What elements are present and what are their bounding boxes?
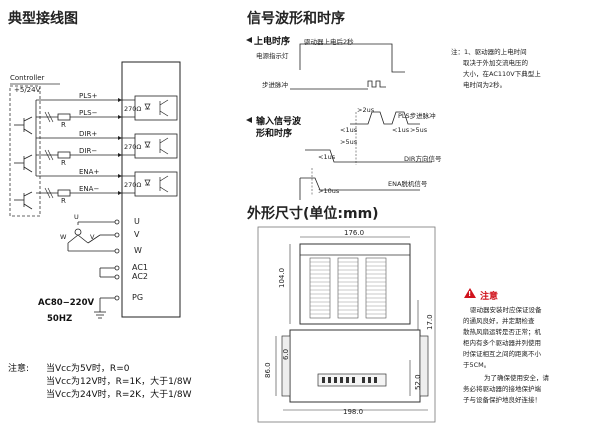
res-value-label: 270Ω	[124, 105, 142, 113]
terminal-pg: PG	[132, 293, 144, 302]
dim-hole-6: 6.0	[282, 348, 290, 360]
terminal-u: U	[134, 217, 140, 226]
timing-lt1us-b: <1us	[392, 126, 410, 134]
wiring-title: 典型接线图	[8, 11, 78, 27]
power-lamp-label: 电源指示灯	[256, 52, 289, 60]
timing-title: 信号波形和时序	[247, 11, 345, 27]
timing-gt2us: >2us	[357, 106, 375, 114]
input-signal-title-1: 输入信号波	[256, 117, 302, 127]
pin-dir-minus: DIR−	[79, 147, 98, 155]
caution-title: 注意	[480, 292, 499, 302]
frequency-label: 50HZ	[47, 314, 73, 324]
timing-note-4: 电时间为2秒。	[463, 81, 507, 89]
terminal-ac2: AC2	[132, 272, 149, 281]
caution-line-8: 务必将驱动器的接地保护端	[463, 385, 541, 393]
dim-height-left: 104.0	[278, 267, 286, 288]
terminal-v: V	[134, 230, 140, 239]
dim-hole-52: 52.0	[414, 374, 422, 390]
pls-pulse-label: PLS步进脉冲	[398, 112, 436, 120]
dim-side-17: 17.0	[426, 314, 434, 330]
pin-pls-plus: PLS+	[79, 92, 98, 100]
terminal-ac1: AC1	[132, 263, 149, 272]
motor-phase-u: U	[74, 213, 79, 221]
terminal-w: W	[134, 246, 142, 255]
wiring-note-1: 当Vcc为5V时，R=0	[46, 364, 130, 374]
supply-label: +5/24V	[14, 86, 41, 94]
res-value-label: 270Ω	[124, 181, 142, 189]
motor-phase-v: V	[90, 233, 95, 241]
resistor-label: R	[61, 159, 66, 167]
caution-line-7: 为了确保使用安全，请	[484, 374, 549, 382]
timing-gt5us-a: >5us	[340, 138, 358, 146]
resistor-label: R	[61, 121, 66, 129]
caution-line-5: 时保证相互之间的距离不小	[463, 350, 541, 358]
wiring-note-2: 当Vcc为12V时，R=1K，大于1/8W	[46, 377, 192, 387]
caution-line-2: 的通风良好，并定期检查	[463, 317, 535, 325]
timing-lt1us-a: <1us	[340, 126, 358, 134]
caution-line-9: 子与设备保护地良好连接！	[463, 396, 541, 404]
timing-note-1: 注：1、驱动器的上电时间	[451, 48, 527, 56]
dim-width-bottom: 198.0	[343, 408, 364, 416]
caution-line-3: 散热风扇运转是否正常；机	[463, 328, 541, 336]
dim-width-top: 176.0	[344, 229, 365, 237]
caution-line-4: 柜内有多个驱动器并列使用	[463, 339, 541, 347]
ac-voltage-label: AC80−220V	[38, 298, 95, 308]
wiring-note-title: 注意:	[8, 364, 30, 374]
timing-lt1us-c: <1us	[318, 153, 336, 161]
controller-label: Controller	[10, 74, 45, 82]
drive-power-label: 驱动器上电后2秒	[304, 38, 354, 46]
pin-dir-plus: DIR+	[79, 130, 98, 138]
power-on-sequence-label: 上电时序	[254, 37, 291, 47]
caution-line-6: 于5CM。	[463, 361, 491, 369]
pin-ena-plus: ENA+	[79, 168, 100, 176]
warning-icon: !	[468, 290, 472, 298]
dimensions-title: 外形尺寸(单位:mm)	[247, 206, 379, 222]
dim-hole-86: 86.0	[264, 362, 272, 378]
motor-phase-w: W	[60, 233, 67, 241]
caution-line-1: 驱动器安装时应保证设备	[470, 306, 542, 314]
timing-note-3: 大小，在AC110V下典型上	[463, 70, 541, 78]
timing-gt10us: >10us	[318, 187, 340, 195]
timing-gt5us-b: >5us	[410, 126, 428, 134]
resistor-label: R	[61, 197, 66, 205]
res-value-label: 270Ω	[124, 143, 142, 151]
pin-pls-minus: PLS−	[79, 109, 98, 117]
pin-ena-minus: ENA−	[79, 185, 100, 193]
timing-note-2: 取决于外加交流电压的	[463, 59, 528, 67]
ena-signal-label: ENA脱机信号	[388, 180, 428, 188]
wiring-note-3: 当Vcc为24V时，R=2K，大于1/8W	[46, 390, 192, 400]
step-pulse-label: 步进脉冲	[262, 81, 288, 89]
input-signal-title-2: 形和时序	[256, 129, 293, 139]
dir-signal-label: DIR方向信号	[404, 155, 442, 163]
